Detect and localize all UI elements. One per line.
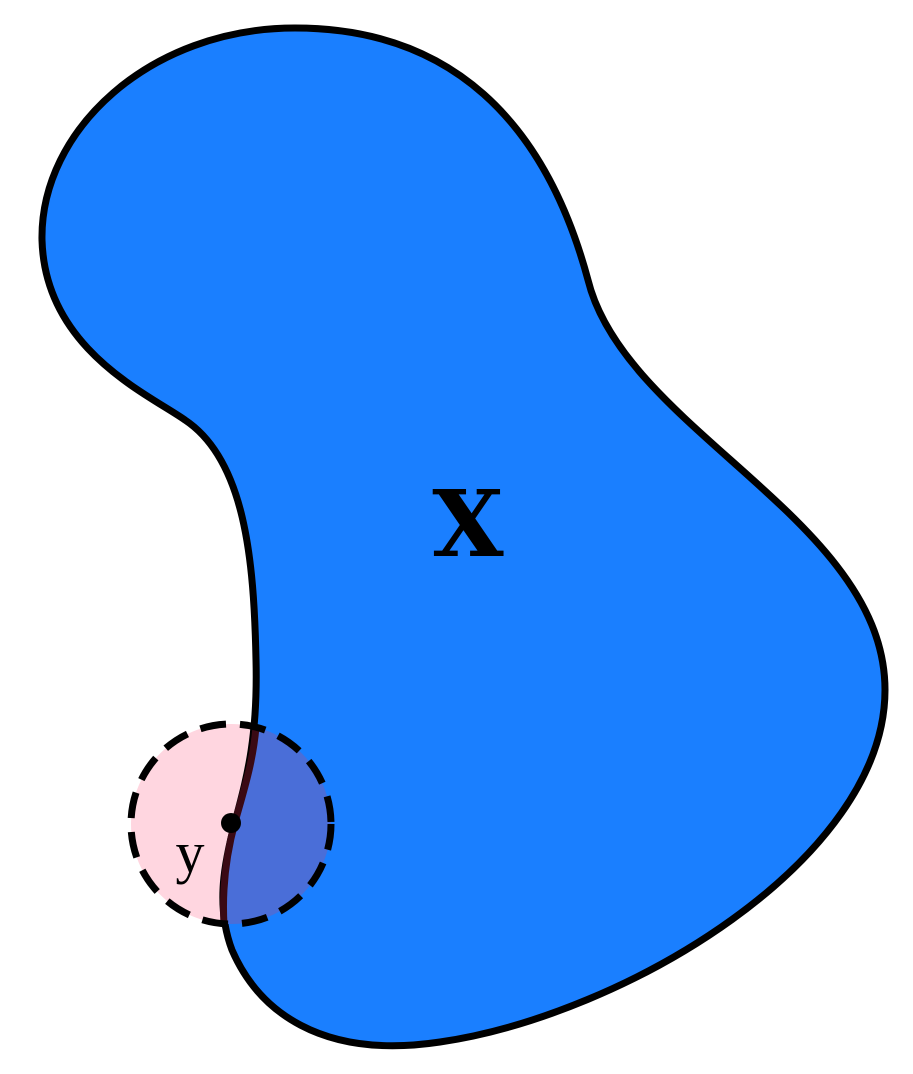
point-label: y (176, 820, 205, 885)
neighborhood-border (127, 720, 335, 928)
point-y (221, 813, 241, 833)
region-label: X (432, 470, 504, 578)
